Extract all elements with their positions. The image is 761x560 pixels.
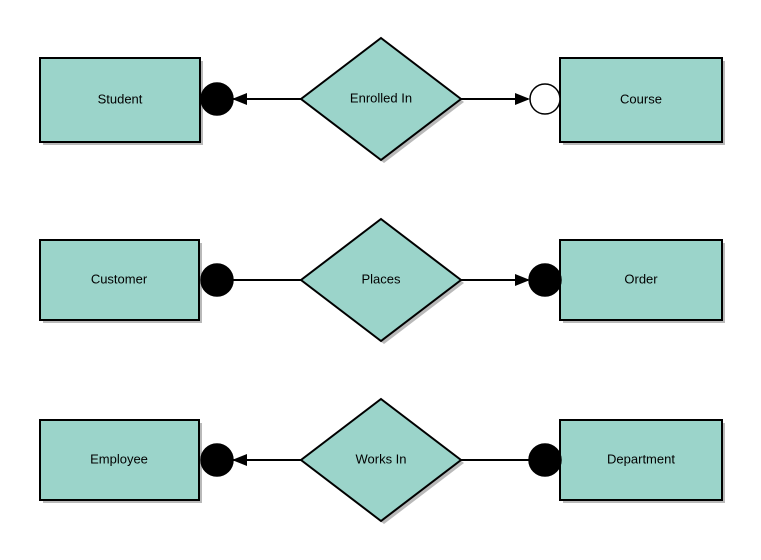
entity-customer-box[interactable]: [39, 239, 200, 321]
entity-course-label: Course: [620, 91, 662, 106]
relationship-row-2: Customer Order Places: [39, 217, 725, 344]
relationship-row-3: Employee Department Works In: [39, 397, 725, 524]
relationship-enrolled-in-label: Enrolled In: [350, 90, 412, 105]
entity-department-label: Department: [607, 451, 675, 466]
entity-student-box[interactable]: [39, 57, 201, 143]
relationship-row-1: Student Course Enrolled In: [39, 36, 725, 163]
cardinality-marker-course-hollow-circle[interactable]: [529, 83, 561, 115]
relationship-works-in-diamond[interactable]: [299, 397, 463, 523]
entity-course-box[interactable]: [559, 57, 723, 143]
entity-order-label: Order: [624, 271, 658, 286]
relationship-enrolled-in-diamond[interactable]: [299, 36, 463, 162]
arrowhead-toward-course: [515, 93, 530, 105]
cardinality-marker-employee-filled-circle[interactable]: [200, 443, 234, 477]
relationship-places-label: Places: [361, 271, 401, 286]
relationship-works-in-label: Works In: [355, 451, 406, 466]
entity-customer-label: Customer: [91, 271, 148, 286]
arrowhead-toward-order: [515, 274, 530, 286]
cardinality-marker-order-filled-circle[interactable]: [528, 263, 562, 297]
arrowhead-toward-student: [232, 93, 247, 105]
relationship-places-diamond[interactable]: [299, 217, 463, 343]
arrowhead-toward-employee: [232, 454, 247, 466]
entity-employee-label: Employee: [90, 451, 148, 466]
entity-student-label: Student: [98, 91, 143, 106]
cardinality-marker-department-filled-circle[interactable]: [528, 443, 562, 477]
cardinality-marker-student-filled-circle[interactable]: [200, 82, 234, 116]
cardinality-marker-customer-filled-circle[interactable]: [200, 263, 234, 297]
entity-employee-box[interactable]: [39, 419, 200, 501]
